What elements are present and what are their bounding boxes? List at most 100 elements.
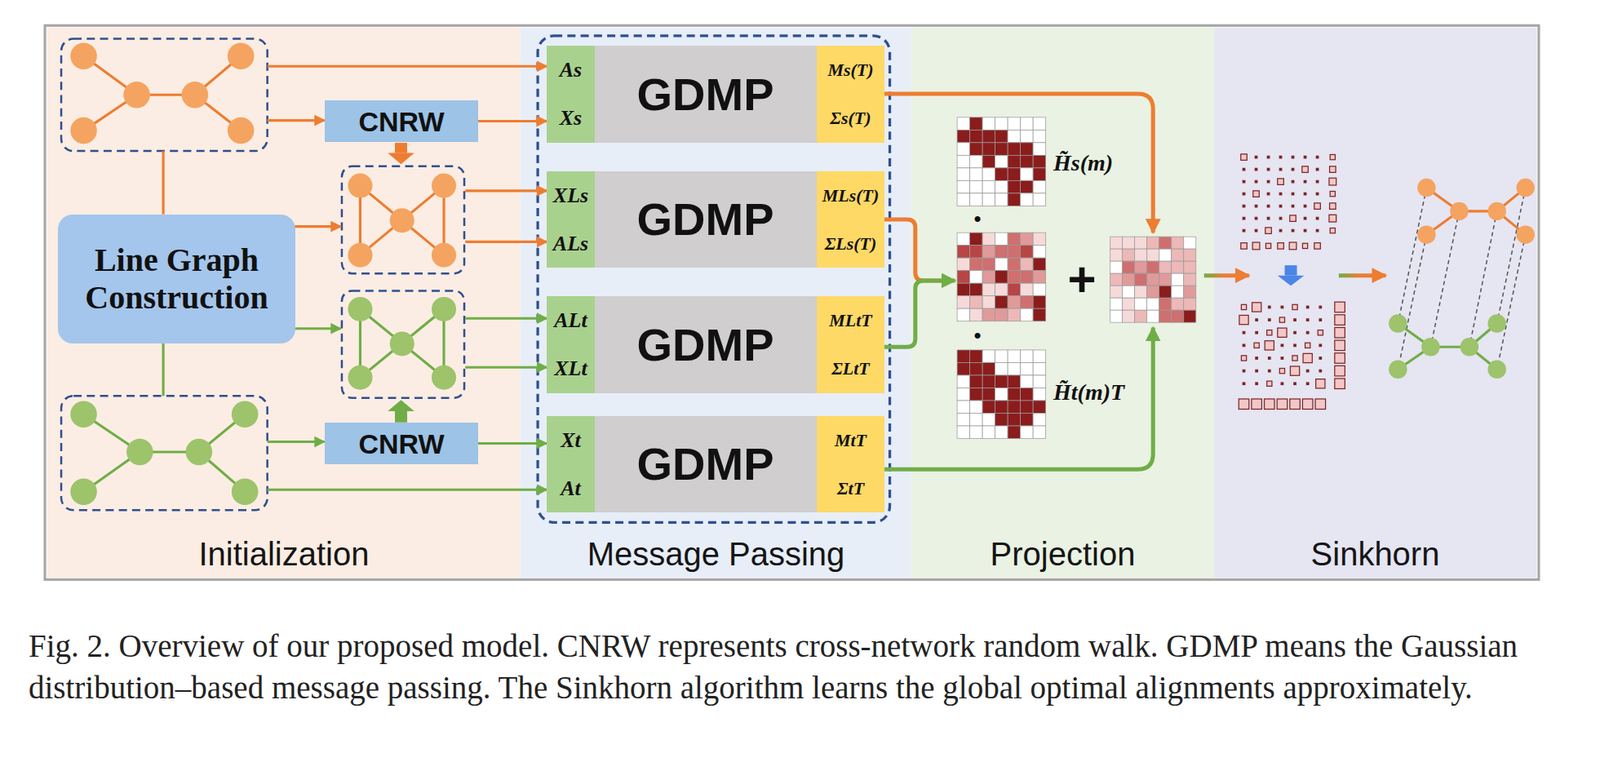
matrix-cell <box>995 129 1009 143</box>
stage-band: Message PassingGDMPAsXsMs(T)Σs(T)GDMPXLs… <box>520 27 912 578</box>
score-square <box>1306 369 1310 373</box>
flow-arrow <box>883 93 1153 233</box>
label-anchor: H̃s(m) <box>1053 150 1113 177</box>
graph-node <box>181 81 209 109</box>
flow-arrow <box>267 488 548 492</box>
label-anchor: H̃t(m)T <box>1053 379 1125 406</box>
block-arrow <box>1285 265 1298 276</box>
block-arrow <box>394 411 408 423</box>
matrix-cell <box>970 350 984 364</box>
matrix-cell <box>957 425 971 439</box>
score-square <box>1254 331 1259 335</box>
matrix-cell <box>1110 310 1123 323</box>
score-square <box>1242 381 1246 386</box>
score-square <box>1292 304 1298 310</box>
matrix-cell <box>1032 308 1046 322</box>
score-square <box>1280 356 1285 360</box>
matrix <box>957 232 1046 322</box>
process-box: CNRW <box>324 422 479 465</box>
score-square <box>1254 318 1259 322</box>
node-label: CNRW <box>358 106 444 138</box>
score-square <box>1303 217 1308 221</box>
input-cell: XLsALs <box>546 171 595 268</box>
score-square <box>1329 190 1335 196</box>
matrix-cell <box>1032 425 1046 439</box>
matrix-cell <box>1007 413 1021 427</box>
matrix-cell <box>957 387 971 401</box>
score-square <box>1316 379 1326 389</box>
score-square <box>1314 203 1321 210</box>
matrix-cell <box>1147 248 1160 262</box>
matrix-cell <box>1032 283 1046 297</box>
matrix-cell <box>1110 297 1123 311</box>
score-square <box>1329 177 1337 186</box>
score-square <box>1289 242 1297 250</box>
score-square <box>1305 342 1311 348</box>
flow-arrow <box>465 366 547 369</box>
output-cell: Ms(T)Σs(T) <box>816 45 885 143</box>
matrix-cell <box>970 232 984 246</box>
matrix-cell <box>995 296 1009 310</box>
graph-nodes <box>70 43 254 145</box>
matrix-cell <box>982 425 996 439</box>
matrix-cell <box>1007 245 1021 259</box>
panel-background <box>520 27 912 578</box>
matrix-cell <box>970 413 984 427</box>
matrix-cell <box>995 180 1009 194</box>
flow-arrow <box>1338 273 1387 278</box>
node-label: CNRW <box>358 428 444 460</box>
node-label: MLs(T) <box>822 184 880 208</box>
matrix-cell <box>1020 296 1034 310</box>
matrix-cell <box>970 296 984 310</box>
score-square <box>1279 192 1283 196</box>
graph-node <box>431 365 457 391</box>
matrix-cell <box>1183 261 1197 274</box>
matrix-cell <box>957 350 971 364</box>
graph-node <box>123 81 151 109</box>
matrix-cell <box>1183 273 1197 286</box>
output-cell: MLtTΣLtT <box>816 296 885 394</box>
matrix-cell <box>995 193 1009 207</box>
matrix-cell <box>1171 273 1184 286</box>
score-square <box>1242 192 1246 196</box>
figure-caption: Fig. 2. Overview of our proposed model. … <box>28 624 1571 709</box>
graph-node <box>1487 359 1507 379</box>
score-square <box>1306 318 1310 322</box>
matrix-cell <box>970 425 984 439</box>
matrix-cell <box>1171 261 1184 274</box>
matrix-cell <box>1134 273 1148 286</box>
graph-nodes <box>1417 178 1535 244</box>
operator-symbol: • <box>973 323 981 347</box>
score-square <box>1254 155 1259 160</box>
matrix-cell <box>1020 257 1034 271</box>
matrix-cell <box>1007 283 1021 297</box>
matrix-cell <box>1159 285 1172 298</box>
matrix <box>957 117 1046 207</box>
graph-node <box>227 43 255 71</box>
matrix-cell <box>995 350 1009 364</box>
graph-edges <box>359 186 444 256</box>
matrix-cell <box>982 362 996 376</box>
score-square <box>1306 331 1310 335</box>
matrix-cell <box>1134 297 1148 311</box>
graph-node <box>1487 314 1507 333</box>
node-label: ALt <box>554 308 587 333</box>
score-square <box>1242 217 1246 221</box>
process-box: Line Graph Construction <box>57 214 296 344</box>
graph-node <box>70 43 98 71</box>
matrix-cell <box>1007 180 1021 194</box>
matrix-cell <box>1007 375 1021 389</box>
matrix-cell <box>982 142 996 156</box>
matrix-cell <box>957 193 971 207</box>
score-square <box>1306 381 1310 386</box>
score-square <box>1267 356 1272 360</box>
block-arrow <box>394 142 408 154</box>
matrix-cell <box>1159 273 1172 286</box>
matrix-cell <box>982 350 996 364</box>
label-anchor: + <box>1067 253 1096 306</box>
matrix-cell <box>1183 236 1197 249</box>
flow-arrow <box>267 119 325 122</box>
matrix-cell <box>1032 168 1046 182</box>
matrix-cell <box>1020 193 1034 207</box>
matrix-cell <box>995 117 1009 131</box>
